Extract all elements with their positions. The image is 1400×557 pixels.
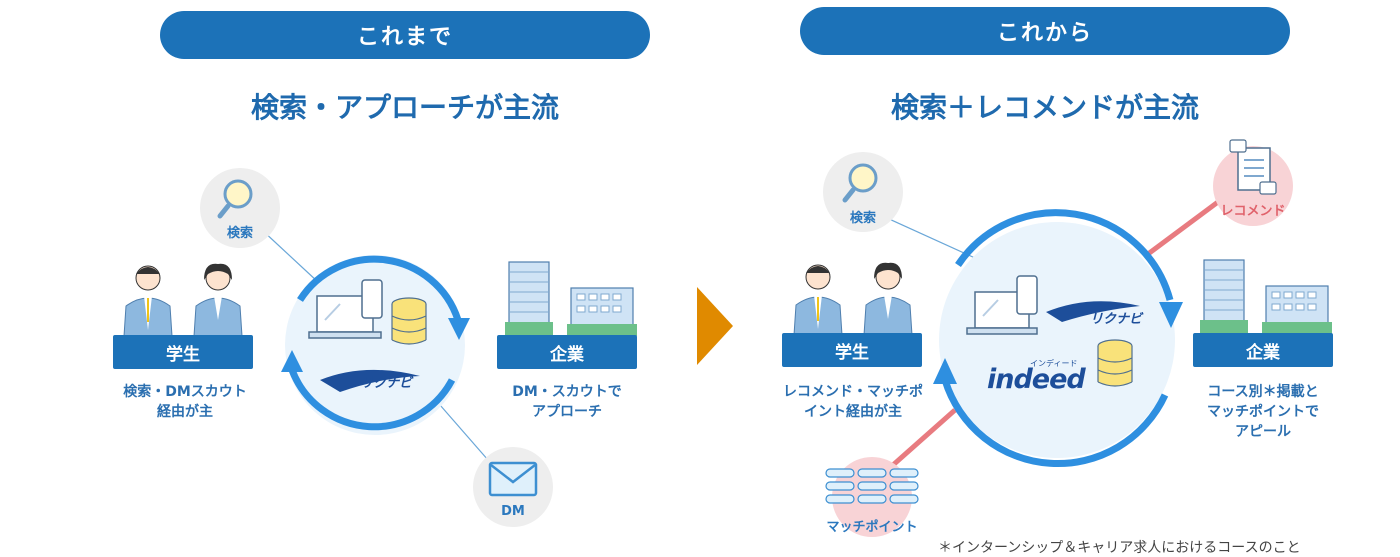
before-company-label: 企業 xyxy=(497,335,637,369)
footnote: ＊インターンシップ＆キャリア求人におけるコースのこと xyxy=(938,540,1301,556)
after-company-desc-line3: アピール xyxy=(1235,424,1291,440)
after-heading: 検索＋レコメンドが主流 xyxy=(890,91,1199,124)
after-student-desc-line2: イント経由が主 xyxy=(804,404,902,420)
after-pill: これから xyxy=(800,7,1290,55)
after-company-desc-line1: コース別＊掲載と xyxy=(1207,384,1319,400)
buildings-illustration xyxy=(1200,259,1332,335)
before-company-desc: DM・スカウトで アプローチ xyxy=(477,382,657,422)
before-pill: これまで xyxy=(160,11,650,59)
before-search-label: 検索 xyxy=(226,226,253,241)
indeed-ruby: インディード xyxy=(1030,359,1078,368)
after-rikunabi-logo: リクナビ xyxy=(1090,312,1143,327)
before-rikunabi-logo: リクナビ xyxy=(360,376,413,391)
after-student-desc-line1: レコメンド・マッチポ xyxy=(783,384,923,400)
indeed-logo: indeed xyxy=(987,364,1086,395)
magnifier-icon xyxy=(842,163,878,203)
before-heading: 検索・アプローチが主流 xyxy=(250,91,559,124)
before-dm-label: DM xyxy=(501,504,525,519)
before-student-desc: 検索・DMスカウト 経由が主 xyxy=(95,382,275,422)
match-label: マッチポイント xyxy=(826,520,918,535)
magnifier-icon xyxy=(217,179,253,219)
after-student-desc: レコメンド・マッチポ イント経由が主 xyxy=(762,382,944,422)
document-icon xyxy=(1229,139,1277,195)
transition-arrow-icon xyxy=(697,287,733,365)
before-company-desc-line1: DM・スカウトで xyxy=(512,384,622,400)
students-illustration xyxy=(123,263,243,337)
buildings-illustration xyxy=(505,261,637,337)
after-search-label: 検索 xyxy=(849,211,876,226)
before-pill-label: これまで xyxy=(356,25,453,50)
before-student-label: 学生 xyxy=(113,335,253,369)
envelope-icon xyxy=(488,461,538,497)
after-company-desc: コース別＊掲載と マッチポイントで アピール xyxy=(1173,382,1353,442)
before-company-desc-line2: アプローチ xyxy=(532,404,602,420)
after-student-label: 学生 xyxy=(782,333,922,367)
match-points-icon xyxy=(825,468,919,504)
after-pill-label: これから xyxy=(996,21,1093,46)
before-student-desc-line1: 検索・DMスカウト xyxy=(123,384,247,400)
recommend-label: レコメンド xyxy=(1220,204,1286,219)
after-company-label: 企業 xyxy=(1193,333,1333,367)
after-company-desc-line2: マッチポイントで xyxy=(1207,404,1319,420)
students-illustration xyxy=(793,262,913,336)
before-student-desc-line2: 経由が主 xyxy=(157,404,213,420)
